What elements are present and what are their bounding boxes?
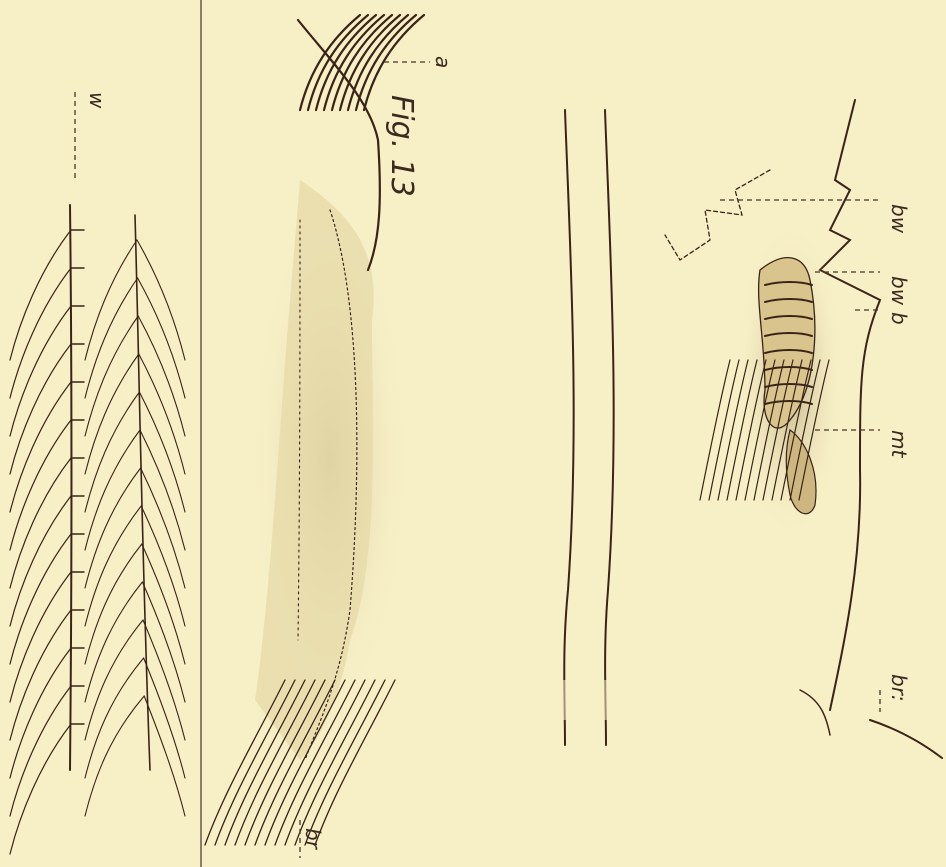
label-a: a: [431, 56, 455, 68]
left-feather-drawing: [10, 205, 185, 854]
label-bw-lower: bw: [887, 276, 911, 306]
label-w: w: [85, 92, 109, 109]
label-mt: mt: [887, 430, 911, 458]
label-b: b: [887, 312, 911, 325]
label-br-right: br:: [887, 674, 911, 702]
label-bw-upper: bw: [887, 204, 911, 234]
figure-label: Fig. 13: [384, 95, 419, 197]
label-br-bottom: br: [301, 828, 325, 851]
parallel-strands: [553, 110, 614, 745]
organism-specimen: [735, 220, 845, 540]
